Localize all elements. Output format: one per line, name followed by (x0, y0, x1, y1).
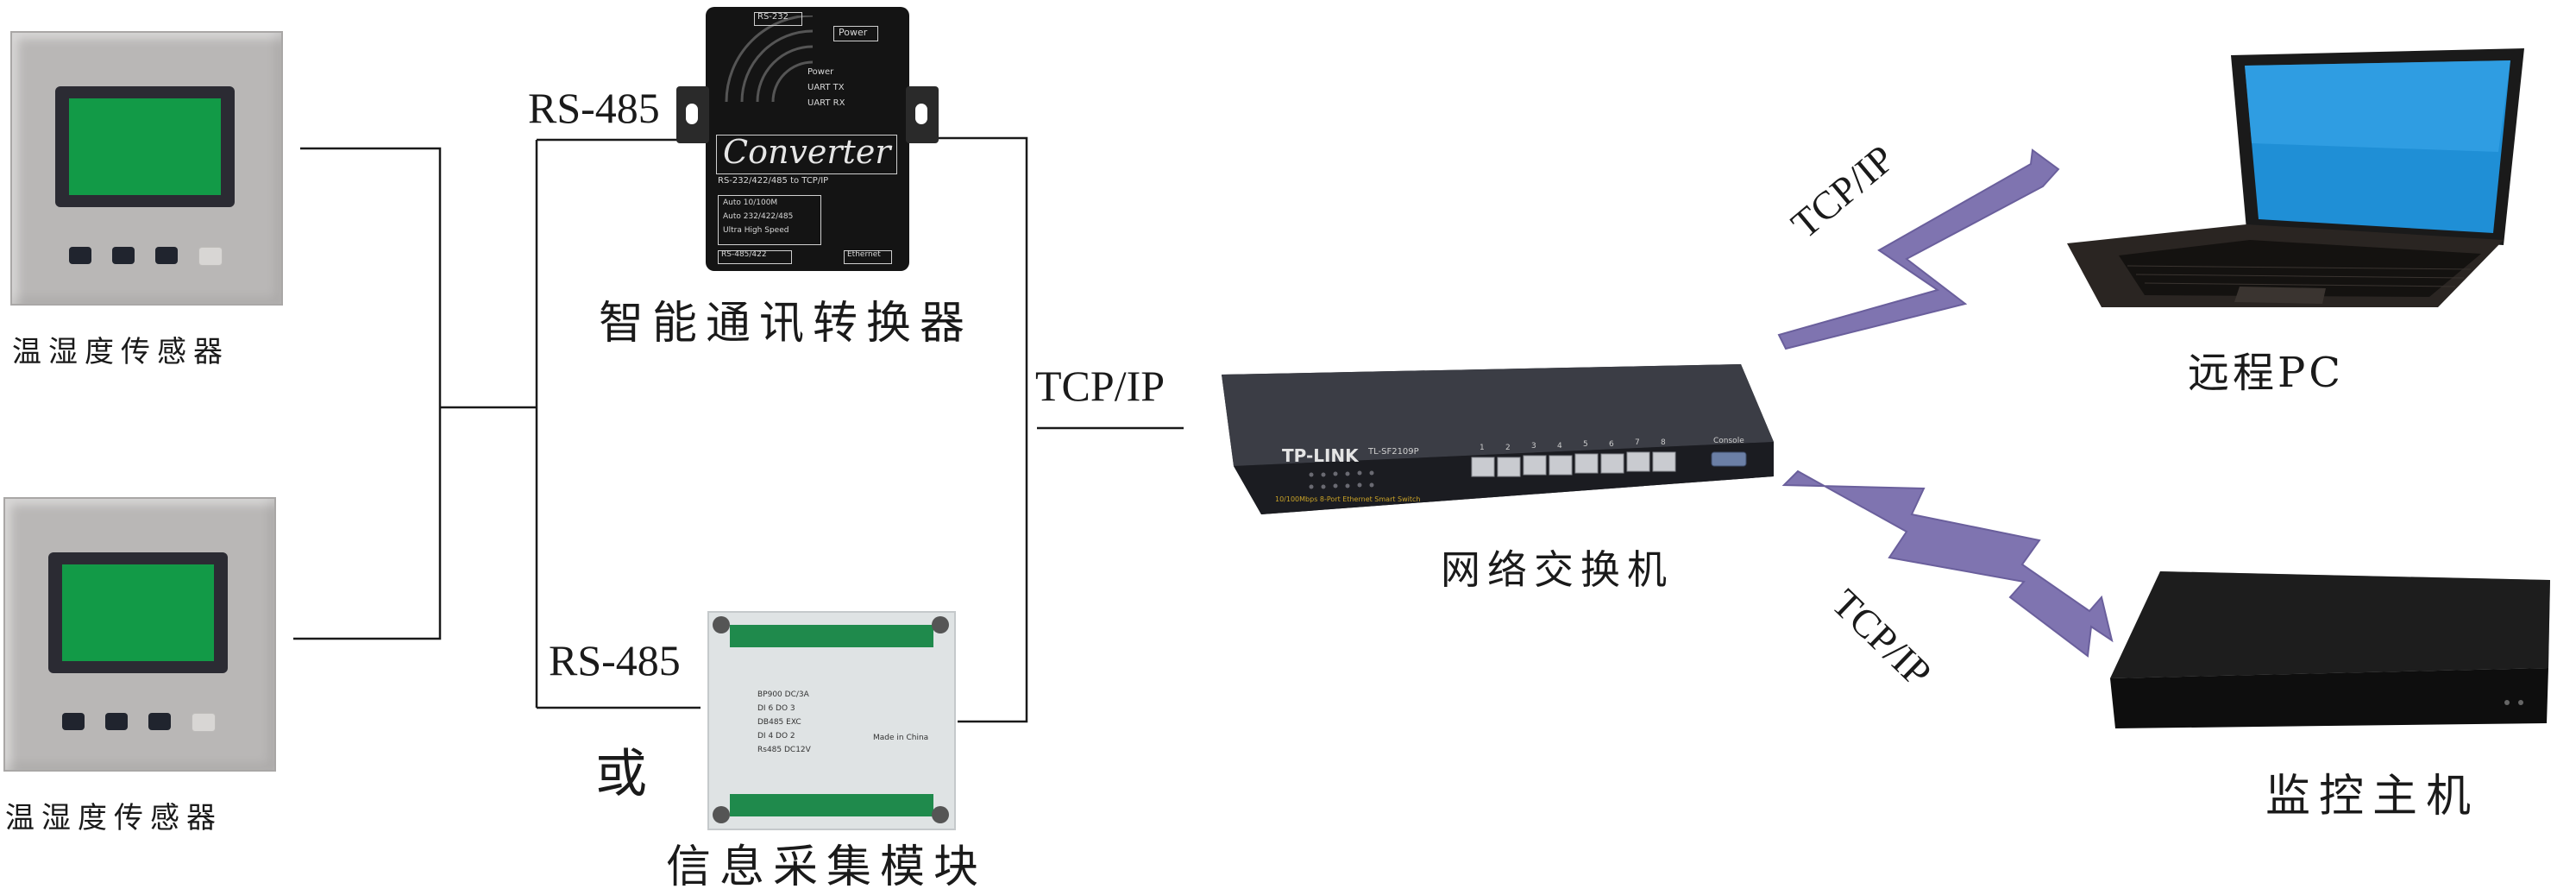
sensor-top-label: 温湿度传感器 (12, 335, 229, 369)
laptop-icon (2067, 48, 2533, 314)
converter-port-right: Ethernet (847, 250, 881, 259)
humidity-sensor-top (10, 31, 283, 306)
switch-model: TL-SF2109P (1368, 447, 1419, 457)
switch-console: Console (1713, 437, 1744, 445)
converter-feature: Ultra High Speed (723, 226, 789, 235)
switch-port-number: 6 (1609, 440, 1614, 449)
switch-body (1222, 364, 1774, 514)
monitoring-host-icon (2110, 571, 2550, 728)
sensor-button (105, 713, 128, 730)
switch-tagline: 10/100Mbps 8-Port Ethernet Smart Switch (1275, 495, 1421, 503)
converter-brand-box (716, 135, 897, 174)
converter-tag-power: Power (839, 27, 868, 38)
switch-port-number: 2 (1505, 444, 1511, 452)
converter-tag-rs: RS-232 (757, 12, 789, 22)
sensor-display (55, 86, 235, 207)
sensor-button (62, 713, 85, 730)
led-rx: UART RX (807, 98, 845, 108)
sensor-button (192, 713, 216, 732)
converter-brand: Converter (723, 133, 891, 171)
or-label: 或 (595, 744, 647, 804)
switch-port-number: 7 (1635, 438, 1640, 447)
rs485-bottom-label: RS-485 (549, 636, 681, 684)
converter-port-left: RS-485/422 (721, 250, 767, 259)
rs485-top-label: RS-485 (528, 84, 660, 132)
tcpip-left-label: TCP/IP (1035, 362, 1165, 410)
switch-brand: TP-LINK (1282, 445, 1359, 466)
wave-pattern (725, 16, 814, 103)
tcpip-lower-bolt (1781, 470, 2114, 658)
switch-label: 网络交换机 (1441, 546, 1674, 593)
module-line: DI 6 DO 3 (757, 704, 795, 713)
converter-label: 智能通讯转换器 (599, 298, 974, 350)
monitor-host-label: 监控主机 (2265, 771, 2480, 823)
sensor-button (155, 247, 178, 264)
humidity-sensor-bottom (3, 497, 276, 772)
module-line: Rs485 DC12V (757, 746, 811, 754)
module-line: BP900 DC/3A (757, 690, 809, 699)
remote-pc-label: 远程PC (2188, 349, 2345, 397)
switch-port-number: 8 (1661, 438, 1666, 447)
module-label: 信息采集模块 (666, 841, 988, 893)
sensor-button (198, 247, 223, 266)
led-tx: UART TX (807, 83, 845, 92)
tcpip-upper-bolt (1777, 148, 2060, 350)
switch-port-number: 4 (1557, 442, 1562, 451)
switch-port-number: 3 (1531, 442, 1536, 451)
data-acquisition-module: BP900 DC/3A DI 6 DO 3 DB485 EXC DI 4 DO … (707, 611, 956, 830)
led-power: Power (807, 67, 834, 77)
sensor-button (112, 247, 135, 264)
converter-subtitle: RS-232/422/485 to TCP/IP (718, 176, 829, 186)
switch-port-number: 5 (1583, 440, 1588, 449)
sensor-bottom-label: 温湿度传感器 (5, 801, 223, 835)
sensor-display (48, 552, 228, 673)
smart-converter-device: RS-232 Power Power UART TX UART RX Conve… (676, 7, 939, 271)
module-made-in: Made in China (873, 734, 929, 742)
sensor-button (69, 247, 91, 264)
sensor-button (148, 713, 171, 730)
converter-feature: Auto 232/422/485 (723, 212, 794, 221)
module-line: DB485 EXC (757, 718, 801, 727)
module-line: DI 4 DO 2 (757, 732, 795, 741)
switch-port-number: 1 (1480, 444, 1485, 452)
network-switch-device: TP-LINK TL-SF2109P Console 1 2 3 4 5 6 7… (1216, 362, 1774, 514)
converter-feature: Auto 10/100M (723, 199, 778, 207)
